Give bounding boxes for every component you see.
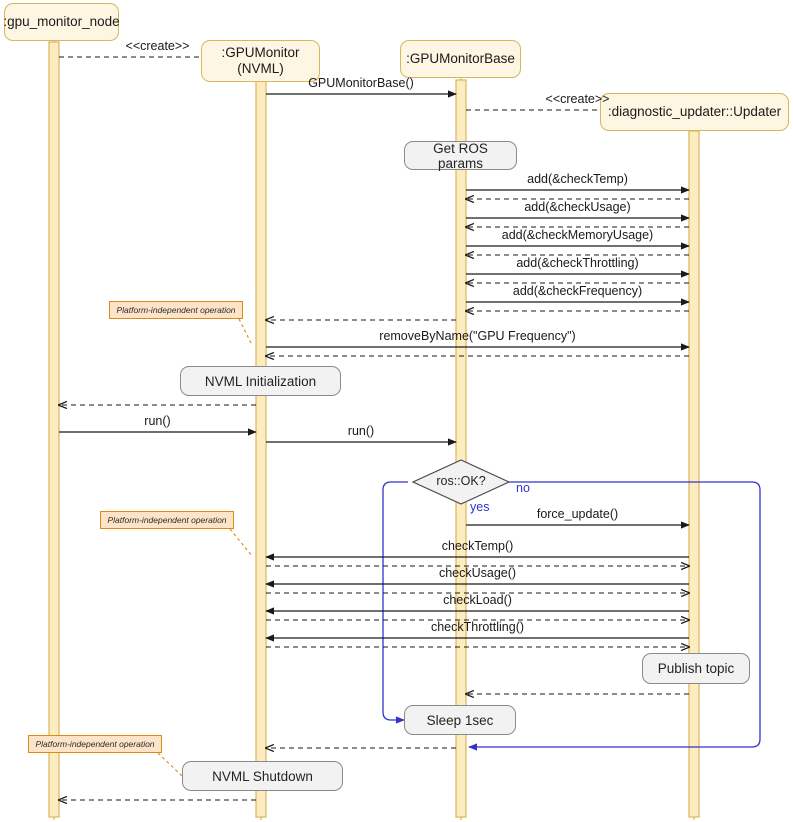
message-label-m8: add(&checkMemoryUsage) [501,228,654,242]
loop-back-edge-path [382,481,408,724]
guard-label-g-yes: yes [470,500,490,514]
activation-bar-base [455,79,467,818]
activation-bar-updater [688,130,700,818]
message-label-m20: force_update() [536,507,619,521]
loop-back-edge [382,481,761,751]
participant-base[interactable]: :GPUMonitorBase [400,40,521,78]
action-box-a2[interactable]: NVML Initialization [180,366,341,396]
action-box-a5[interactable]: NVML Shutdown [182,761,343,791]
note-leader-n2 [229,528,253,557]
message-label-m19: run() [347,424,375,438]
action-box-a1[interactable]: Get ROS params [404,141,517,171]
note-leader-n3 [157,752,183,777]
message-label-m21: checkTemp() [441,539,514,553]
message-label-m18: run() [144,414,171,428]
decision-label: ros::OK? [436,474,486,488]
message-label-m2: GPUMonitorBase() [308,76,414,90]
activation-bar-node [48,41,60,818]
message-arrows [59,57,690,800]
note-leader-n1 [238,318,253,346]
message-label-m6: add(&checkUsage) [524,200,631,214]
message-label-m10: add(&checkThrottling) [516,256,639,270]
note-n1: Platform-independent operation [109,301,243,319]
participant-monitor[interactable]: :GPUMonitor (NVML) [201,40,320,82]
message-label-m25: checkLoad() [443,593,512,607]
message-label-m23: checkUsage() [438,566,517,580]
activation-bars [48,41,700,818]
participant-updater[interactable]: :diagnostic_updater::Updater [600,93,789,131]
note-n3: Platform-independent operation [28,735,162,753]
message-label-m12: add(&checkFrequency) [512,284,643,298]
decision-diamond-shape [411,459,511,505]
message-label-m27: checkThrottling() [430,620,525,634]
note-n2: Platform-independent operation [100,511,234,529]
participant-node[interactable]: :gpu_monitor_node [3,3,120,41]
loop-exit-edge-path [468,481,761,751]
message-label-m1: <<create>> [125,39,190,53]
guard-label-g-no: no [516,481,530,495]
decision-diamond [411,459,511,505]
note-leader-lines [157,318,253,777]
message-label-m3: <<create>> [545,92,610,106]
activation-bar-monitor [255,79,267,818]
action-box-a4[interactable]: Sleep 1sec [404,705,516,735]
message-label-m15: removeByName("GPU Frequency") [379,329,576,343]
action-box-a3[interactable]: Publish topic [642,653,750,684]
message-label-m4: add(&checkTemp) [527,172,628,186]
